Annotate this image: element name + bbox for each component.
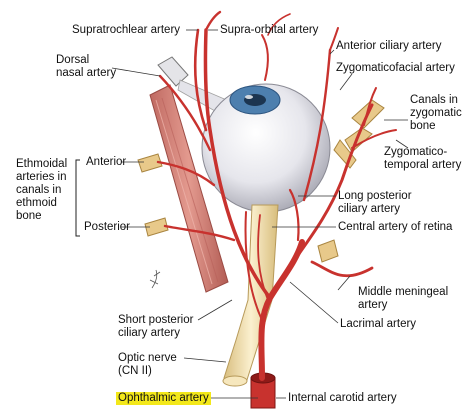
label-central-artery-of-retina: Central artery of retina [338, 221, 453, 233]
label-optic-nerve: Optic nerve (CN II) [118, 352, 177, 377]
label-internal-carotid-artery: Internal carotid artery [288, 392, 397, 404]
label-lacrimal-artery: Lacrimal artery [340, 318, 417, 330]
label-posterior: Posterior [84, 221, 131, 233]
ethmoidal-bracket [75, 159, 80, 237]
label-ethmoidal-arteries: Ethmoidal arteries in canals in ethmoid … [16, 158, 68, 222]
eyeball [201, 83, 331, 213]
label-supratrochlear-artery: Supratrochlear artery [72, 24, 181, 36]
label-anterior: Anterior [86, 156, 127, 168]
arteries [156, 10, 397, 381]
label-zygomaticofacial-artery: Zygomaticofacial artery [336, 62, 455, 74]
optic-nerve-shape [222, 204, 279, 387]
illustrator-signature [149, 269, 161, 289]
label-dorsal-nasal-artery: Dorsal nasal artery [56, 54, 117, 79]
label-short-posterior-ciliary-artery: Short posterior ciliary artery [118, 314, 194, 339]
label-ophthalmic-artery: Ophthalmic artery [116, 392, 211, 405]
label-canals-in-zygomatic-bone: Canals in zygomatic bone [410, 94, 462, 132]
label-anterior-ciliary-artery: Anterior ciliary artery [336, 40, 442, 52]
leader-lines [111, 29, 409, 399]
ethmoid-bone-canals [137, 153, 339, 263]
label-long-posterior-ciliary-artery: Long posterior ciliary artery [338, 190, 412, 215]
label-middle-meningeal-artery: Middle meningeal artery [358, 286, 449, 311]
label-supraorbital-artery: Supra-orbital artery [220, 24, 319, 36]
label-zygomaticotemporal-artery: Zygomatico- temporal artery [384, 146, 462, 171]
superior-oblique-muscle [149, 84, 229, 293]
